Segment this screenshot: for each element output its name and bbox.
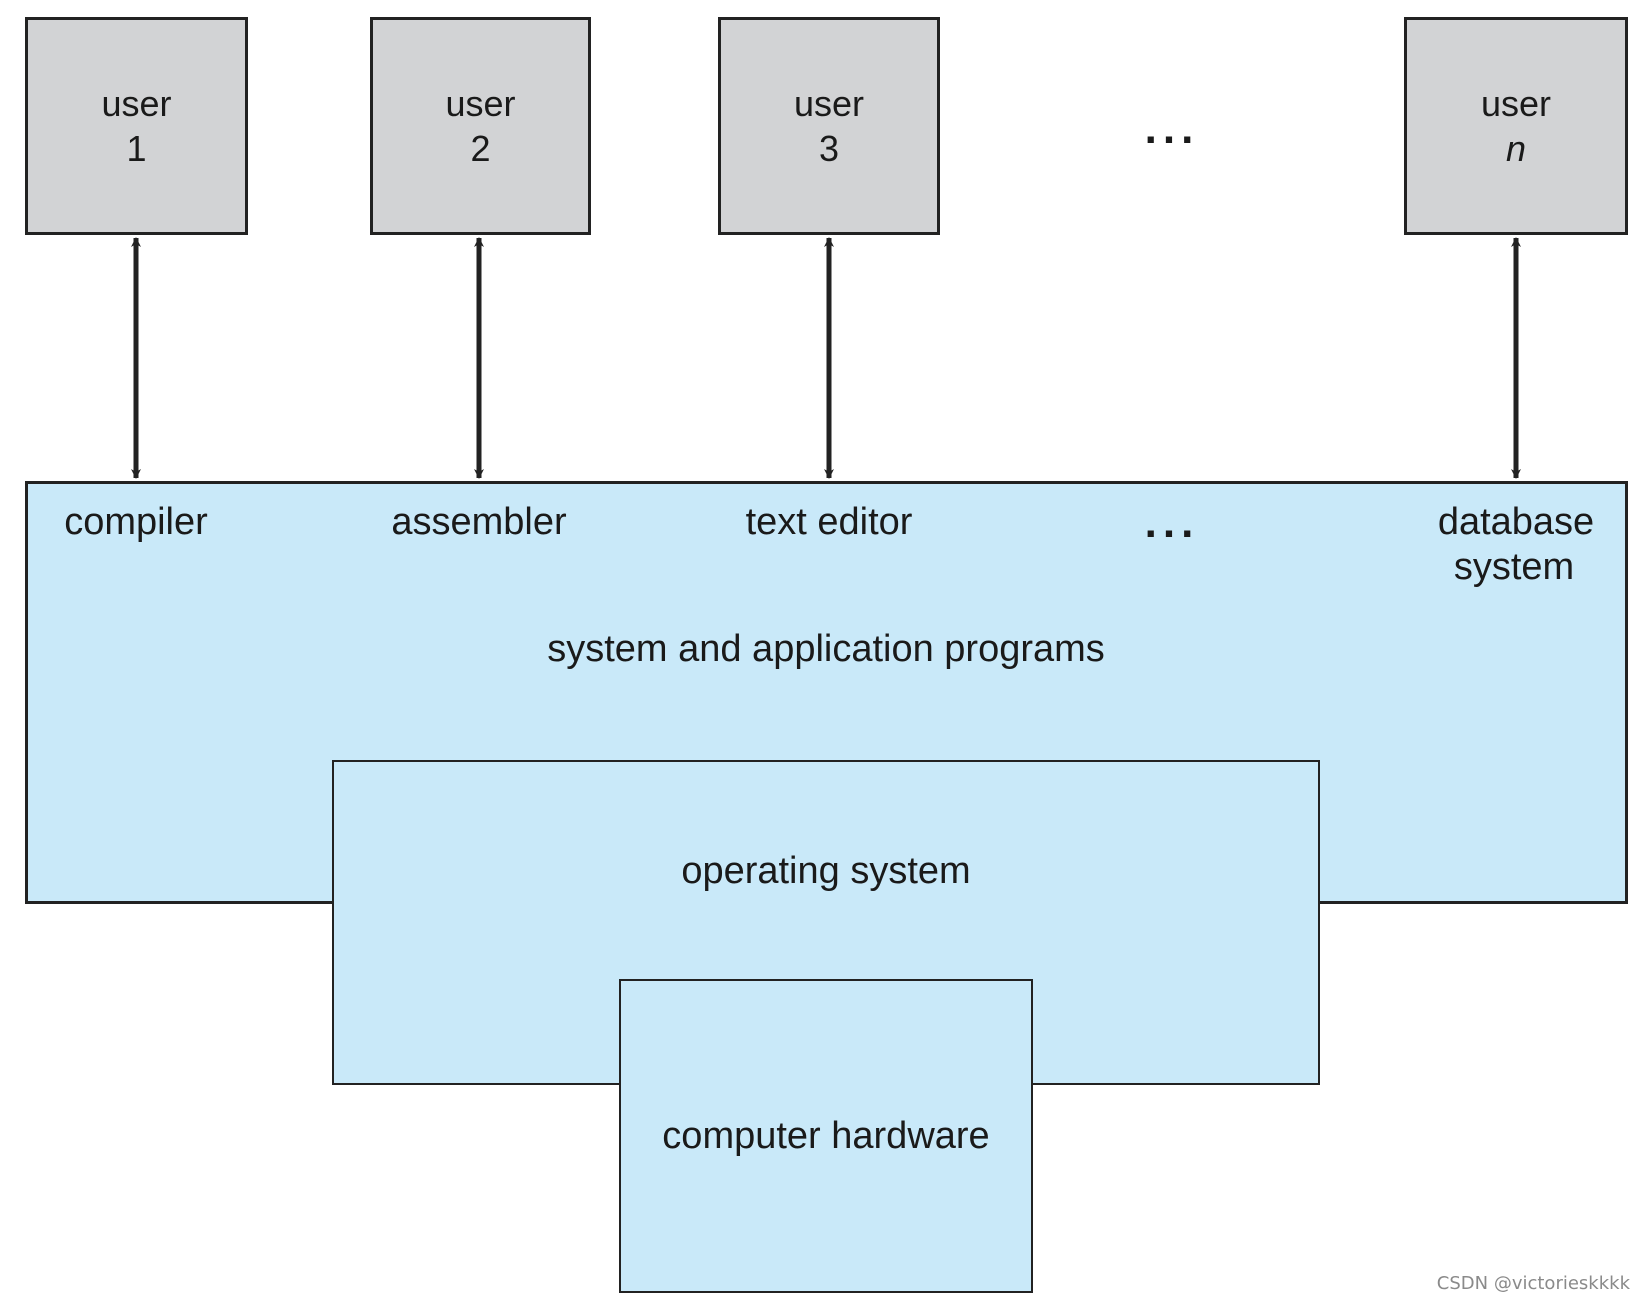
hardware-layer-label: computer hardware	[662, 1115, 990, 1157]
user-box-1: user 1	[25, 17, 248, 235]
user-box-3: user 3	[718, 17, 940, 235]
user-box-2: user 2	[370, 17, 591, 235]
user-word: user	[1480, 83, 1552, 124]
program-compiler: compiler	[64, 501, 208, 543]
user-number: 3	[818, 128, 840, 169]
os-layer-label: operating system	[681, 850, 971, 892]
ellipsis-programs: ...	[1144, 498, 1200, 547]
program-text-editor: text editor	[745, 501, 913, 543]
watermark: CSDN @victorieskkkk	[1436, 1273, 1630, 1294]
user-word: user	[101, 83, 172, 124]
user-word: user	[445, 83, 516, 124]
program-database: database	[1437, 501, 1595, 543]
user-number: n	[1505, 128, 1527, 169]
user-number: 1	[126, 128, 147, 169]
user-box-n: user n	[1404, 17, 1628, 235]
user-word: user	[793, 83, 865, 124]
ellipsis-users: ...	[1144, 104, 1200, 153]
hardware-layer	[619, 979, 1033, 1293]
program-assembler: assembler	[391, 501, 567, 543]
user-number: 2	[470, 128, 491, 169]
programs-layer-label: system and application programs	[547, 628, 1105, 670]
program-database-system: system	[1453, 546, 1575, 588]
